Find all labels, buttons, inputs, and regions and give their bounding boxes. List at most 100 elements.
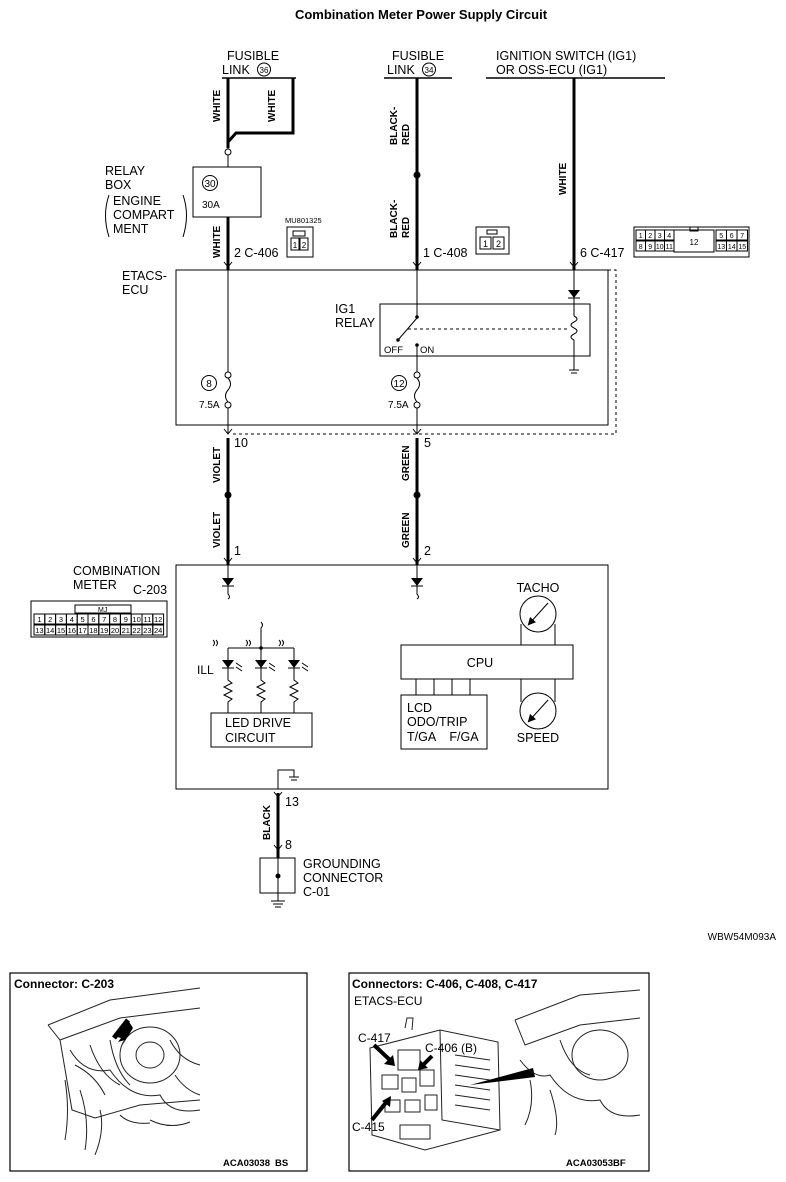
ig1-relay-label-2: RELAY xyxy=(335,316,376,330)
led-element xyxy=(301,662,309,672)
etacs-fuse-8-rating: 7.5A xyxy=(199,400,220,411)
svg-text:C-406 (B): C-406 (B) xyxy=(425,1041,477,1055)
connector-pin-number: 15 xyxy=(738,244,746,251)
connector-pin-number: 14 xyxy=(728,244,736,251)
led-drive-circuit xyxy=(210,712,313,748)
svg-text:RED: RED xyxy=(401,217,412,238)
connector-pin-cell xyxy=(736,229,748,241)
cpu-box xyxy=(400,644,574,680)
svg-text:LCD: LCD xyxy=(407,701,432,715)
cpu-label: CPU xyxy=(467,656,493,670)
tacho-label: TACHO xyxy=(517,581,560,595)
connector-pin-number: 20 xyxy=(111,626,119,635)
svg-text:OR OSS-ECU (IG1): OR OSS-ECU (IG1) xyxy=(496,63,607,77)
wire-label-white-1: WHITE xyxy=(212,89,223,122)
ignition-switch-source: IGNITION SWITCH (IG1) OR OSS-ECU (IG1) xyxy=(486,49,665,79)
meter-pin-1: 1 xyxy=(234,544,241,558)
ground-label-1: GROUNDING xyxy=(303,857,381,871)
led-element xyxy=(255,668,267,713)
etacs-ecu-extension xyxy=(233,269,617,435)
connector-pin-cell xyxy=(152,624,165,636)
svg-text:FUSIBLE: FUSIBLE xyxy=(227,49,279,63)
etacs-pin-5: 5 xyxy=(424,436,431,450)
connector-pin-number: 10 xyxy=(132,615,140,624)
fusible-link-34: FUSIBLE LINK 34 xyxy=(384,49,452,79)
connector-pin-number: 13 xyxy=(35,626,43,635)
led-element xyxy=(222,660,234,668)
meter-label-2: METER xyxy=(73,578,117,592)
relay-box-location-3: MENT xyxy=(113,222,149,236)
svg-text:1: 1 xyxy=(293,241,298,250)
connector-pin-number: 19 xyxy=(100,626,108,635)
fusible-link-36: FUSIBLE LINK 36 xyxy=(222,49,296,79)
wire-white-b xyxy=(226,78,295,143)
svg-text:LINK: LINK xyxy=(222,63,250,77)
svg-text:T/GA F/GA: T/GA F/GA xyxy=(407,730,479,744)
combination-meter-box xyxy=(175,564,609,790)
connector-pin-number: 16 xyxy=(68,626,76,635)
relay-box-location-2: COMPART xyxy=(113,208,175,222)
svg-text:C-417: C-417 xyxy=(358,1031,391,1045)
connector-pin-number: 23 xyxy=(143,626,151,635)
connector-pin-number: 14 xyxy=(46,626,54,635)
connector-pin-number: 17 xyxy=(78,626,86,635)
svg-text:FUSIBLE: FUSIBLE xyxy=(392,49,444,63)
svg-text:LED DRIVE: LED DRIVE xyxy=(225,716,291,730)
svg-text:IGNITION SWITCH (IG1): IGNITION SWITCH (IG1) xyxy=(496,49,636,63)
led-element xyxy=(288,668,300,713)
connector-pin-number: 4 xyxy=(667,233,671,240)
ill-label: ILL xyxy=(197,663,214,677)
connector-pin-number: 11 xyxy=(666,244,673,251)
led-element xyxy=(235,662,243,672)
speed-gauge xyxy=(519,692,557,730)
connector-pin-cell xyxy=(152,613,165,625)
connector-pin-number: 1 xyxy=(37,615,41,624)
panel-connectors-etacs: Connectors: C-406, C-408, C-417 ETACS-EC… xyxy=(348,972,650,1172)
svg-text:ACA03053BF: ACA03053BF xyxy=(566,1158,626,1169)
connector-pin-number: 9 xyxy=(648,244,652,251)
figure-code: WBW54M093A xyxy=(708,932,777,943)
etacs-pin-10: 10 xyxy=(234,436,248,450)
connector-pin-number: 11 xyxy=(144,615,152,624)
etacs-fuse-12-number: 12 xyxy=(393,379,405,390)
relay-box-fuse-number: 30 xyxy=(204,179,216,190)
meter-label-1: COMBINATION xyxy=(73,564,160,578)
svg-text:GREEN: GREEN xyxy=(401,512,412,548)
svg-text:Connectors: C-406, C-408, C-41: Connectors: C-406, C-408, C-417 xyxy=(352,977,538,991)
ground-label-2: CONNECTOR xyxy=(303,871,383,885)
connector-pin-number: 3 xyxy=(658,233,662,240)
connector-pin-number: 13 xyxy=(717,244,725,251)
panel-connector-c203: Connector: C-203 ACA03038 BS xyxy=(9,972,308,1172)
meter-pin-13: 13 xyxy=(285,795,299,809)
etacs-label-1: ETACS- xyxy=(122,269,167,283)
svg-text:BLACK-: BLACK- xyxy=(389,107,400,145)
wire-label-white-4: WHITE xyxy=(558,162,569,195)
svg-text:VIOLET: VIOLET xyxy=(212,447,223,483)
wire-label-black: BLACK xyxy=(262,804,273,840)
ground-pin-8: 8 xyxy=(285,838,292,852)
led-element xyxy=(245,639,251,647)
relay-on-label: ON xyxy=(420,345,434,356)
connector-pin-number: 22 xyxy=(132,626,140,635)
fusible-link-number-circle xyxy=(257,62,271,77)
connector-label-c406: 2 C-406 xyxy=(234,246,279,260)
led-element xyxy=(268,662,276,672)
connector-pin-number: 9 xyxy=(124,615,128,624)
etacs-ecu-box xyxy=(175,269,609,426)
svg-text:2: 2 xyxy=(302,241,307,250)
fusible-link-number-circle xyxy=(422,62,436,77)
ig1-relay-label-1: IG1 xyxy=(335,302,355,316)
relay-off-label: OFF xyxy=(384,345,403,356)
svg-text:LINK: LINK xyxy=(387,63,415,77)
connector-pin-number: 8 xyxy=(113,615,117,624)
led-element xyxy=(222,668,234,713)
svg-text:34: 34 xyxy=(425,66,434,75)
etacs-fuse-12-rating: 7.5A xyxy=(388,400,409,411)
relay-box xyxy=(192,166,262,218)
lcd-box xyxy=(400,694,488,750)
splice-violet xyxy=(224,491,232,499)
svg-text:GREEN: GREEN xyxy=(401,445,412,481)
svg-text:ACA03038: ACA03038 xyxy=(223,1158,270,1169)
connector-pin-number: 10 xyxy=(656,244,664,251)
